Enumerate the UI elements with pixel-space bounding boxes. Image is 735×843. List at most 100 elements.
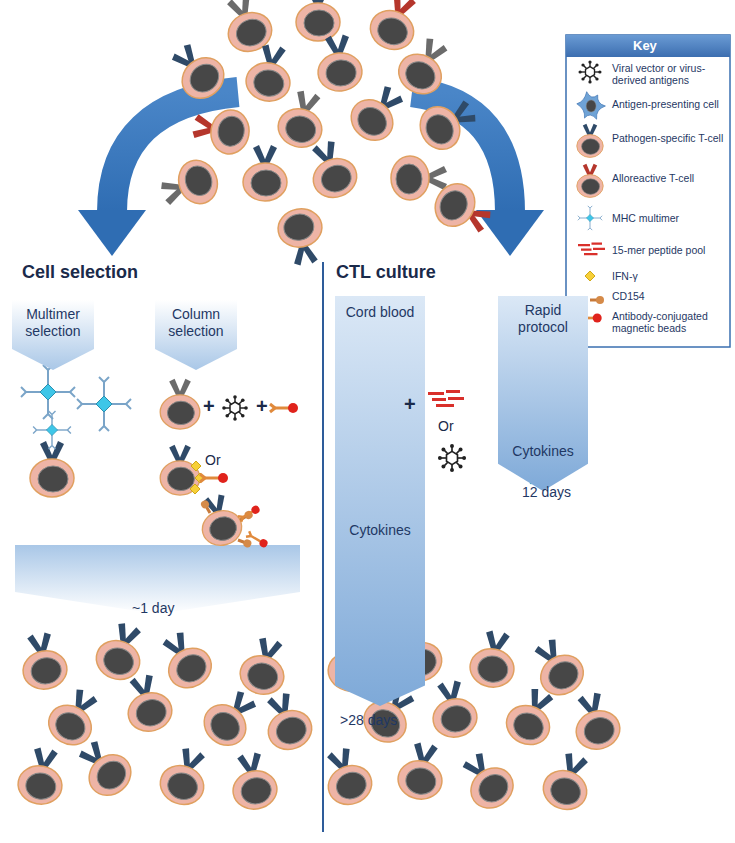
t-cell — [500, 682, 564, 751]
cd154 — [238, 510, 254, 524]
t-cell — [577, 124, 603, 158]
antibody — [200, 478, 205, 482]
section-heading: + — [404, 393, 416, 416]
label: Or — [438, 418, 454, 434]
t-cell — [577, 164, 603, 198]
cell-body — [275, 205, 325, 250]
antibody — [270, 408, 275, 412]
nucleus — [167, 401, 194, 424]
nucleus — [251, 170, 281, 196]
cell-body — [91, 635, 145, 686]
cell-body — [577, 175, 603, 198]
peptide-pool — [428, 390, 464, 407]
cell-body — [428, 176, 483, 233]
apc-icon — [577, 92, 606, 120]
nucleus — [283, 113, 319, 146]
arm — [104, 426, 109, 431]
spike-tip — [225, 414, 229, 418]
t-cell — [162, 36, 232, 107]
peptide — [593, 248, 605, 250]
arrow-head — [78, 210, 146, 256]
spike-tip — [598, 70, 601, 73]
nucleus — [207, 514, 239, 544]
cell-body — [296, 3, 340, 41]
nucleus — [586, 100, 596, 112]
t-cell — [30, 441, 74, 497]
nucleus — [325, 59, 357, 88]
spike-tip — [233, 417, 237, 421]
ifn-gamma — [191, 461, 201, 471]
t-cell — [91, 618, 151, 686]
nucleus — [582, 139, 600, 155]
nucleus — [352, 102, 392, 141]
arrow-body — [335, 296, 425, 706]
t-cell — [302, 136, 362, 204]
antibody-bead — [246, 531, 269, 549]
cell-body — [572, 706, 624, 754]
nucleus — [233, 15, 270, 50]
arm — [70, 387, 75, 392]
antibody — [251, 536, 261, 542]
peptide — [428, 392, 444, 395]
mhc-multimer — [33, 411, 71, 449]
t-cell — [467, 628, 520, 691]
t-cell — [395, 740, 448, 803]
arm — [21, 392, 26, 397]
process-arrow: Column selection — [155, 300, 237, 370]
cell-body — [41, 698, 98, 753]
nucleus — [396, 164, 422, 194]
cell-body — [161, 641, 218, 696]
label: Key — [633, 38, 657, 53]
nucleus — [374, 14, 412, 49]
node-note: Cytokines — [337, 522, 423, 539]
spike-tip — [441, 465, 445, 469]
nucleus — [273, 713, 310, 748]
t-cell — [453, 745, 521, 816]
antibody-bead — [270, 403, 298, 413]
arm — [578, 216, 580, 218]
spike-tip — [459, 447, 463, 451]
nucleus — [404, 766, 438, 797]
cell-body — [230, 767, 280, 812]
arm — [52, 411, 56, 415]
arm — [49, 411, 53, 415]
ifn-gamma — [190, 484, 200, 494]
t-cell — [243, 145, 287, 201]
cell-body — [577, 135, 603, 158]
cell-body — [20, 647, 70, 692]
cell-body — [316, 51, 363, 93]
core — [586, 214, 593, 221]
t-cell — [538, 748, 598, 816]
t-cell — [257, 688, 317, 756]
cell-body — [538, 765, 592, 816]
arm — [33, 427, 37, 431]
capsid — [230, 402, 240, 414]
cell-body — [124, 688, 176, 736]
cell-body — [430, 695, 480, 740]
node-title: Multimer selection — [14, 306, 92, 340]
t-cell — [391, 156, 447, 200]
spike-tip — [462, 456, 466, 460]
bead — [218, 473, 228, 483]
head — [596, 296, 604, 304]
t-cell — [160, 379, 200, 429]
cell-body — [30, 459, 74, 497]
cell-body — [207, 107, 252, 157]
cell-body — [413, 99, 468, 156]
arrow-body — [498, 296, 588, 491]
nucleus — [181, 162, 216, 199]
cell-body — [236, 651, 288, 699]
spike-tip — [581, 63, 584, 66]
process-arrow: Multimer selection — [12, 300, 94, 370]
t-cell — [160, 445, 200, 495]
t-cell — [343, 78, 413, 149]
t-cell — [427, 678, 480, 741]
t-cell — [567, 689, 624, 754]
spike-tip — [595, 63, 598, 66]
nucleus — [544, 657, 583, 695]
nucleus — [245, 660, 281, 693]
t-cell — [315, 33, 364, 93]
spike-tip — [450, 468, 454, 472]
t-cell — [391, 31, 457, 101]
